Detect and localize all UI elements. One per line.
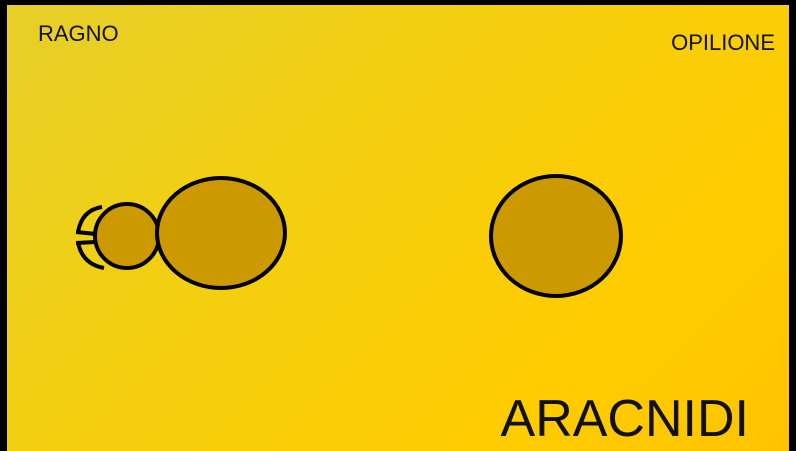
spider-cephalothorax: [95, 204, 159, 268]
harvestman-body: [491, 176, 621, 296]
spider-fang-lower: [76, 242, 96, 243]
harvestman-figure: [491, 176, 621, 296]
spider-figure: [76, 178, 285, 288]
spider-abdomen: [157, 178, 285, 288]
spider-fang-upper: [76, 232, 96, 234]
